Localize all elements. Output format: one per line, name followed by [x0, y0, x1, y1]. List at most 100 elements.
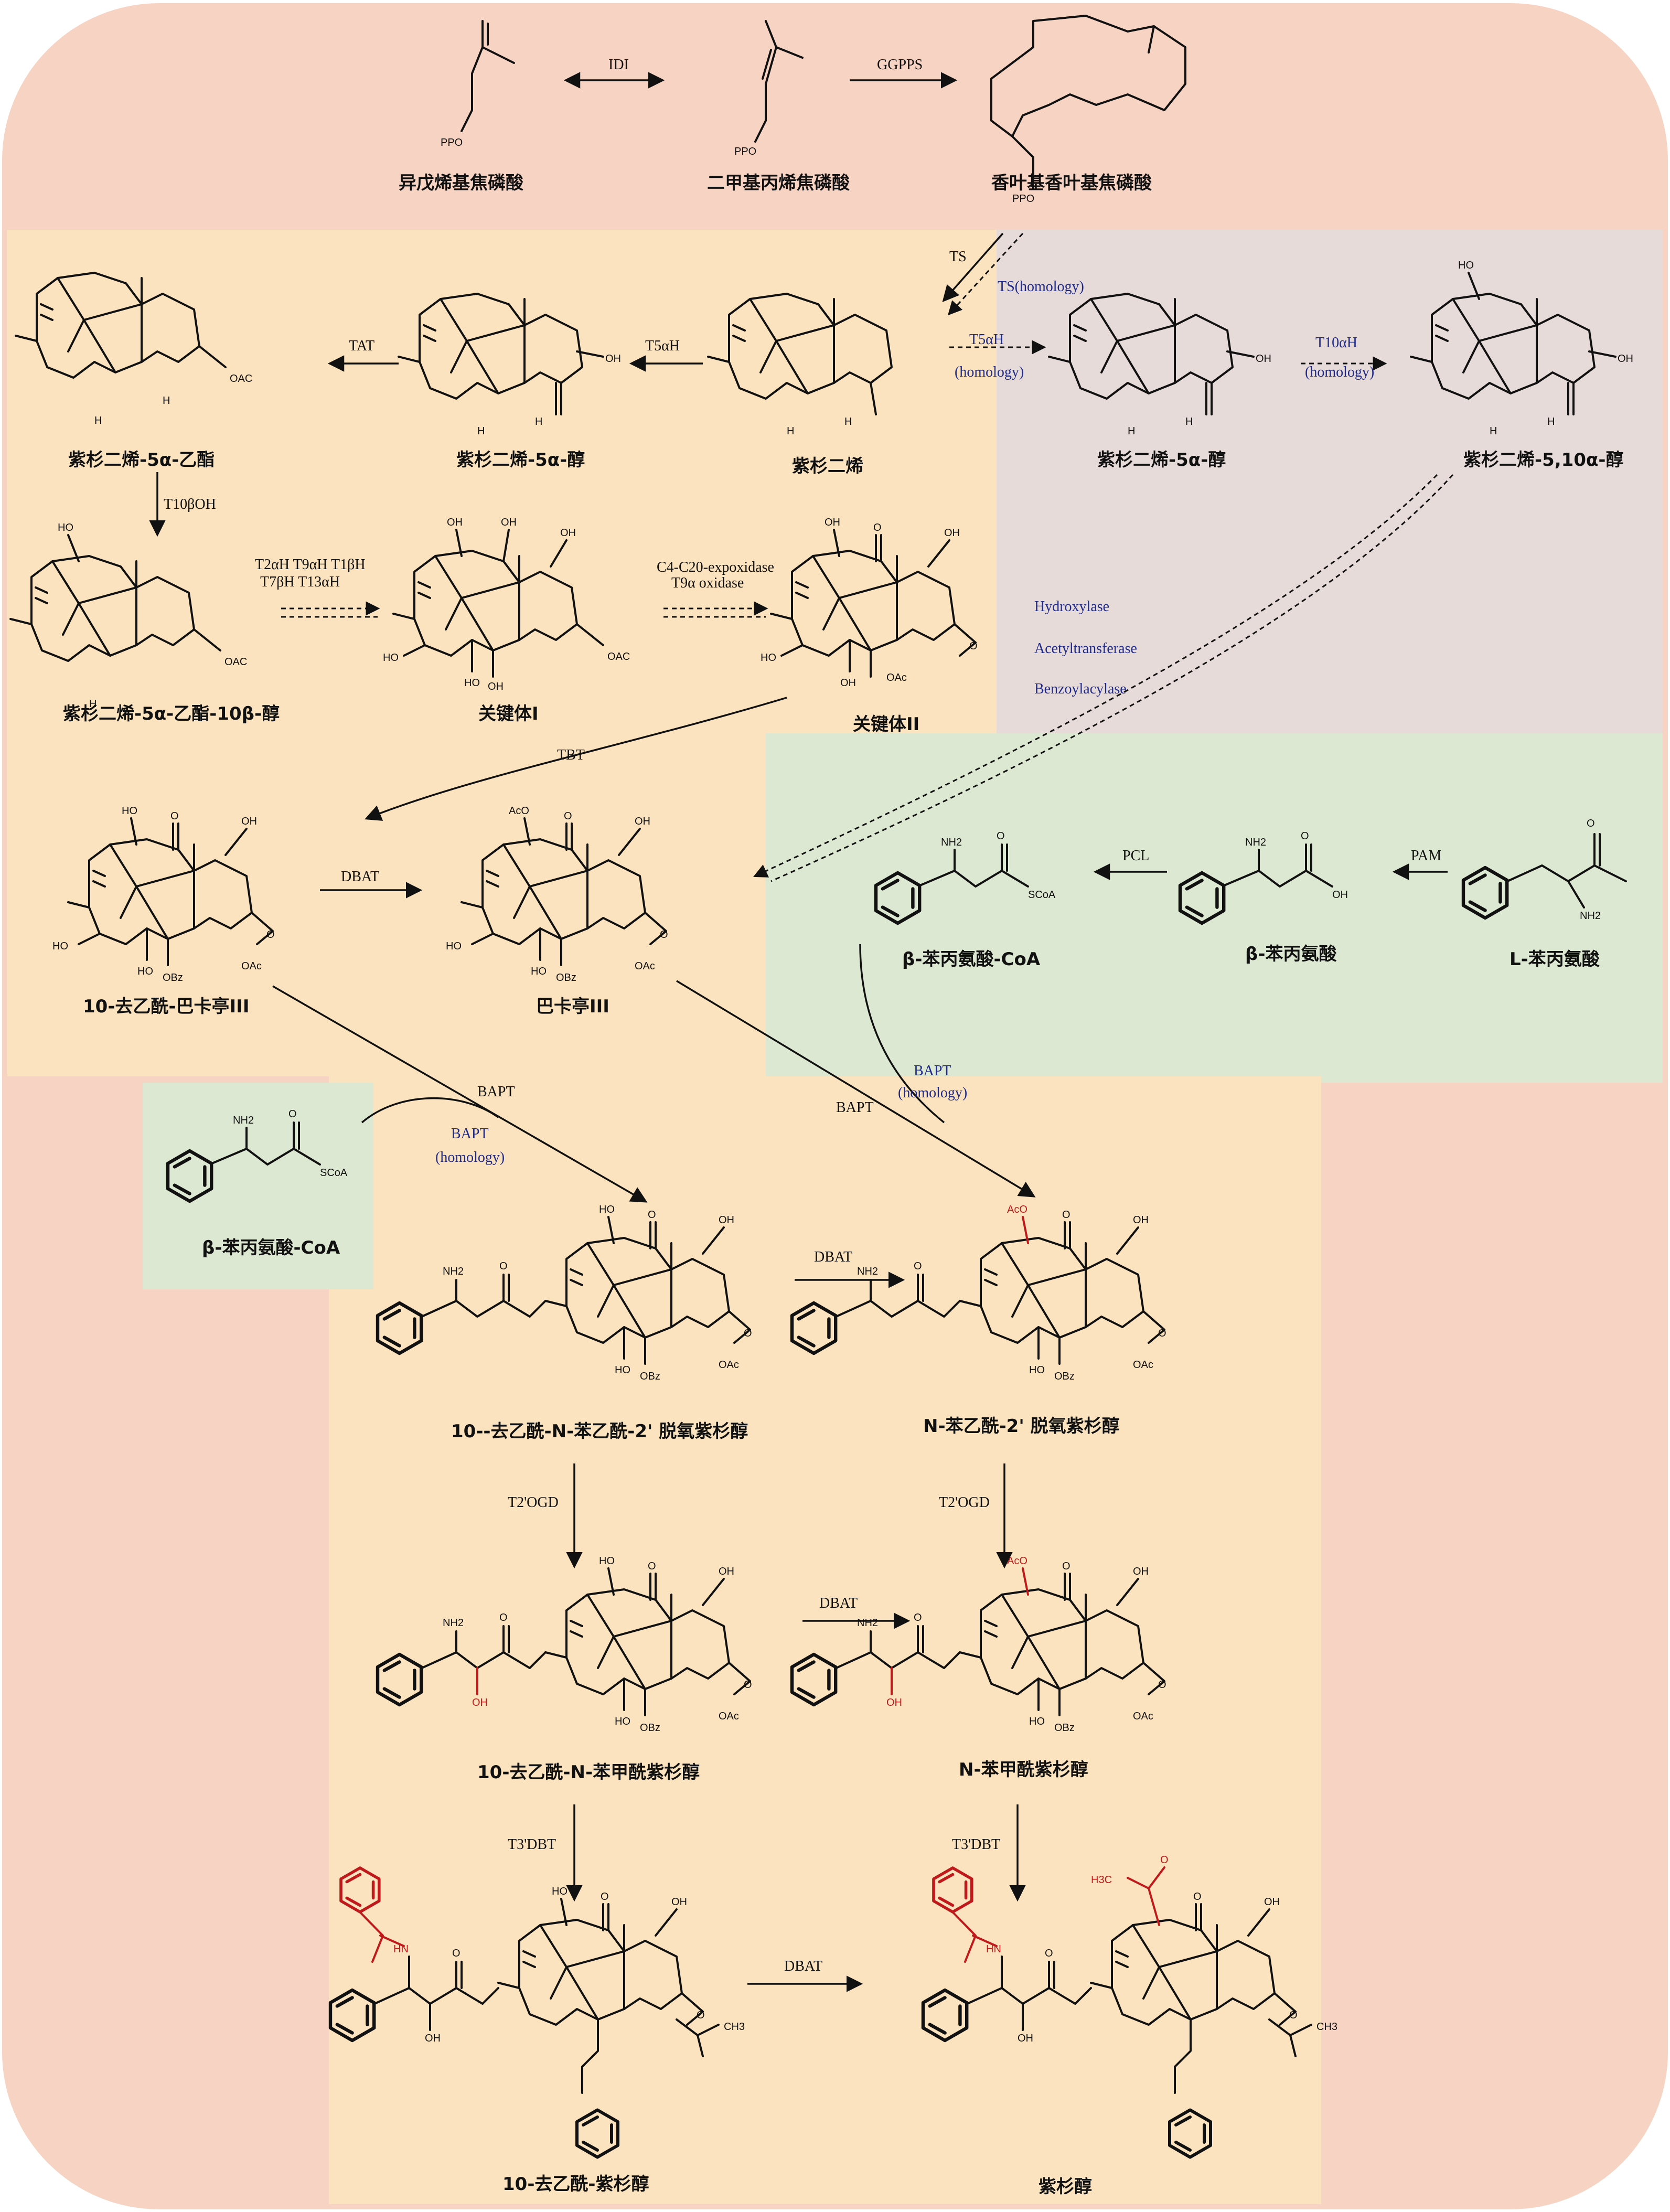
- taxol-name: 紫杉醇: [1039, 2176, 1092, 2197]
- bapt-homology-curve-1: [859, 944, 945, 1124]
- h-label: H: [1490, 425, 1497, 437]
- h-label: H: [787, 425, 794, 437]
- o-label: O: [744, 1679, 752, 1691]
- nh2-label: NH2: [443, 1617, 464, 1629]
- o-label: O: [997, 830, 1005, 842]
- key-intermediate-1-structure: OH OH OH OAC HO HO OH: [383, 517, 630, 692]
- bapt-label-1: BAPT: [477, 1084, 515, 1100]
- deacetyl-phenylacetyl-deoxytaxol-name: 10--去乙酰-N-苯乙酰-2' 脱氧紫杉醇: [451, 1421, 748, 1442]
- dbat-label-3: DBAT: [819, 1595, 858, 1611]
- oac-label: OAc: [719, 1711, 739, 1722]
- h-label: H: [94, 415, 102, 426]
- o-label: O: [648, 1561, 656, 1572]
- bapt-homology-label-2b: (homology): [435, 1149, 505, 1166]
- o-label: O: [1193, 1891, 1202, 1903]
- ho-label: HO: [615, 1716, 630, 1727]
- ho-label: HO: [1029, 1364, 1045, 1376]
- h-label: H: [477, 425, 485, 437]
- benzoyl-taxol-structure: NH2 O OH AcO O OH O HO OBz OAc: [792, 1555, 1166, 1734]
- aco-label: AcO: [1007, 1555, 1027, 1567]
- o-label: O: [1301, 830, 1309, 842]
- b-phe-structure: NH2 O OH: [1180, 830, 1348, 923]
- homology-region: [997, 230, 1663, 733]
- scoa-label: SCoA: [320, 1167, 348, 1179]
- nh2-label: NH2: [1580, 910, 1601, 922]
- bapt-arrow-1: [272, 985, 648, 1203]
- ho-label: HO: [122, 805, 137, 817]
- lower-pathway-region: [329, 1076, 1321, 2204]
- o-label: O: [499, 1260, 508, 1272]
- oh-label: OH: [501, 517, 517, 528]
- o-label: O: [1587, 818, 1595, 829]
- o-label: O: [914, 1612, 922, 1623]
- pcl-label: PCL: [1122, 848, 1149, 864]
- nh2-label: NH2: [233, 1115, 254, 1126]
- ipp-structure: PPO: [441, 20, 515, 148]
- ho-label: HO: [1458, 260, 1474, 271]
- t5ah-label: T5αH: [645, 338, 680, 354]
- ho-label: HO: [761, 652, 776, 664]
- o-label: O: [969, 640, 978, 652]
- oh-label: OH: [447, 517, 463, 528]
- epoxidase-label-2: T9α oxidase: [671, 575, 744, 591]
- t5ah-homology-label-2: (homology): [955, 364, 1024, 380]
- h-label: H: [1185, 416, 1193, 428]
- oh-label: OH: [635, 816, 650, 827]
- bapt-label-2: BAPT: [836, 1099, 874, 1116]
- o-label: O: [914, 1260, 922, 1272]
- ppo-label: PPO: [1012, 193, 1034, 205]
- taxadien-5-10-diol-structure: HO OH H H: [1410, 260, 1633, 437]
- aco-label: AcO: [1007, 1204, 1027, 1215]
- o-label: O: [1062, 1209, 1070, 1221]
- phenylpropanoid-region: [766, 733, 1663, 1083]
- ts-homology-label: TS(homology): [998, 279, 1084, 295]
- homology-to-baccatin-arrow-2: [770, 474, 1454, 882]
- l-phe-name: L-苯丙氨酸: [1510, 949, 1600, 970]
- ggpps-label: GGPPS: [877, 57, 923, 73]
- benzoylacylase-label: Benzoylacylase: [1034, 681, 1127, 697]
- oh-label: OH: [1018, 2033, 1033, 2044]
- taxol-structure: HN O OH H3C O O OH O CH3: [923, 1854, 1337, 2157]
- deacetylbaccatin-3-structure: HO O OH O HO HO OBz OAc: [52, 805, 275, 984]
- ppo-label: PPO: [441, 137, 463, 148]
- t3dbt-label-1: T3'DBT: [508, 1836, 556, 1853]
- deacetyl-taxol-name: 10-去乙酰-紫杉醇: [502, 2174, 649, 2195]
- idi-label: IDI: [608, 57, 629, 73]
- hn-label: HN: [986, 1943, 1001, 1955]
- h3c-label: H3C: [1091, 1874, 1112, 1886]
- nh2-label: NH2: [941, 837, 962, 848]
- dmapp-structure: PPO: [734, 20, 804, 157]
- homology-to-baccatin-arrow-1: [753, 474, 1438, 878]
- oh-label: OH: [886, 1697, 902, 1708]
- o-label: O: [564, 810, 572, 822]
- b-phe-coa-left-structure: NH2 O SCoA: [168, 1108, 348, 1201]
- ts-label: TS: [949, 249, 967, 265]
- taxadien-5a-ol-structure: OH H H: [398, 293, 621, 437]
- acetyltransferase-label: Acetyltransferase: [1034, 640, 1137, 657]
- baccatin-3-name: 巴卡亭III: [536, 996, 609, 1017]
- t5ah-homology-label-1: T5αH: [969, 332, 1004, 348]
- t10ah-label-2: (homology): [1305, 364, 1374, 380]
- o-label: O: [452, 1948, 461, 1959]
- nh2-label: NH2: [857, 1617, 878, 1629]
- ho-label: HO: [1029, 1716, 1045, 1727]
- nh2-label: NH2: [857, 1266, 878, 1277]
- taxadien-5a-ol-homology-structure: OH H H: [1048, 293, 1271, 437]
- tbt-arrow: [365, 697, 787, 821]
- oh-label: OH: [425, 2033, 441, 2044]
- bapt-homology-curve-2: [361, 1097, 499, 1124]
- oh-label: OH: [1133, 1566, 1149, 1577]
- ggpp-structure: PPO: [990, 15, 1186, 205]
- key-intermediate-2-name: 关键体II: [853, 714, 919, 735]
- t3dbt-label-2: T3'DBT: [952, 1836, 1000, 1853]
- scoa-label: SCoA: [1028, 889, 1056, 901]
- bapt-homology-label-1a: BAPT: [914, 1063, 951, 1079]
- ts-homology-arrow: [947, 232, 1024, 316]
- o-label: O: [1045, 1948, 1053, 1959]
- t10boh-label: T10βOH: [164, 496, 216, 512]
- phenylacetyl-deoxytaxol-structure: NH2 O AcO O OH O HO OBz OAc: [792, 1204, 1166, 1382]
- ggpp-name: 香叶基香叶基焦磷酸: [991, 173, 1152, 194]
- obz-label: OBz: [163, 972, 183, 984]
- oh-label: OH: [488, 681, 504, 692]
- h-label: H: [1547, 416, 1555, 428]
